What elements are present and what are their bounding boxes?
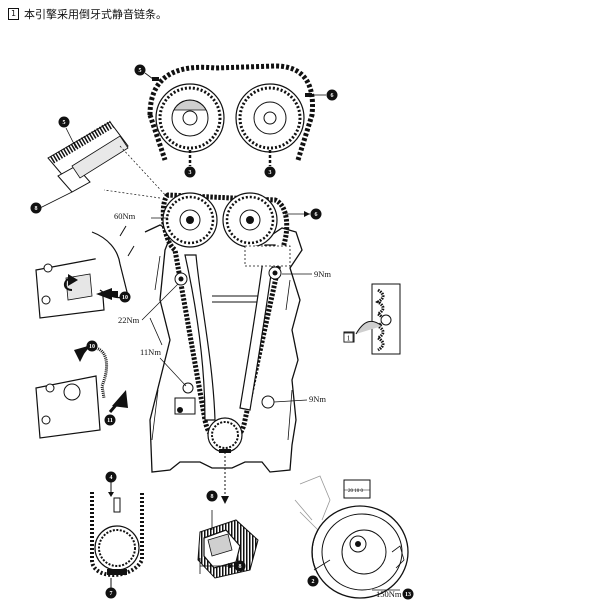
callout-7: 7 [105,587,117,599]
crank-pulley-detail [294,475,409,599]
svg-text:5: 5 [139,68,142,74]
torque-label-11nm: 11Nm [140,347,161,357]
callout-8-chain: 8 [30,202,42,214]
svg-text:3: 3 [269,170,272,176]
svg-text:6: 6 [331,93,334,99]
callout-1-box: 1 [343,332,354,343]
callout-4: 4 [105,471,117,483]
svg-text:10: 10 [122,295,128,301]
note-text: 本引擎采用倒牙式静音链条。 [24,8,167,21]
torque-label-22nm: 22Nm [118,315,140,325]
engine-block-front [103,189,303,504]
torque-label-9nm-lower: 9Nm [309,394,326,404]
tensioner-pin-step [35,343,128,439]
callout-11: 11 [104,414,116,426]
pulley-scale-text: 20 10 0 [348,489,364,494]
crank-sprocket-detail [90,480,144,588]
callout-3-right: 3 [264,166,276,178]
chain-guide-detail [343,283,401,355]
chain-link-detail [39,120,169,209]
note-box-number: 1 [8,8,19,20]
tensioner-press-step [35,225,135,319]
svg-text:6: 6 [315,212,318,218]
note-caption: 1 本引擎采用倒牙式静音链条。 [8,6,167,22]
svg-text:1: 1 [347,335,351,343]
svg-text:5: 5 [63,120,66,126]
svg-text:8: 8 [35,206,38,212]
callout-8-pump-bottom: 8 [218,560,246,572]
callout-8-pump-top: 8 [206,490,218,502]
svg-text:11: 11 [107,418,113,424]
svg-text:10: 10 [89,344,95,350]
callout-5-chain: 5 [58,116,77,149]
upper-cam-sprocket-assembly [147,63,316,166]
svg-text:13: 13 [405,592,411,598]
svg-text:7: 7 [110,591,113,597]
svg-text:8: 8 [211,494,214,500]
callout-10-press: 10 [119,291,131,303]
torque-label-60nm: 60Nm [114,211,136,221]
callout-6-top: 6 [313,89,338,101]
callout-2: 2 [307,575,319,587]
torque-label-9nm-upper: 9Nm [314,269,331,279]
svg-text:3: 3 [189,170,192,176]
callout-10-pin: 10 [86,340,98,352]
torque-label-150nm: 150Nm [376,589,402,599]
svg-text:2: 2 [312,579,315,585]
callout-5-top: 5 [134,64,154,80]
callout-3-left: 3 [184,166,196,178]
callout-13: 13 [402,588,414,600]
callout-6-block: 6 [285,208,322,220]
svg-text:8: 8 [239,564,242,570]
svg-text:4: 4 [110,475,113,481]
